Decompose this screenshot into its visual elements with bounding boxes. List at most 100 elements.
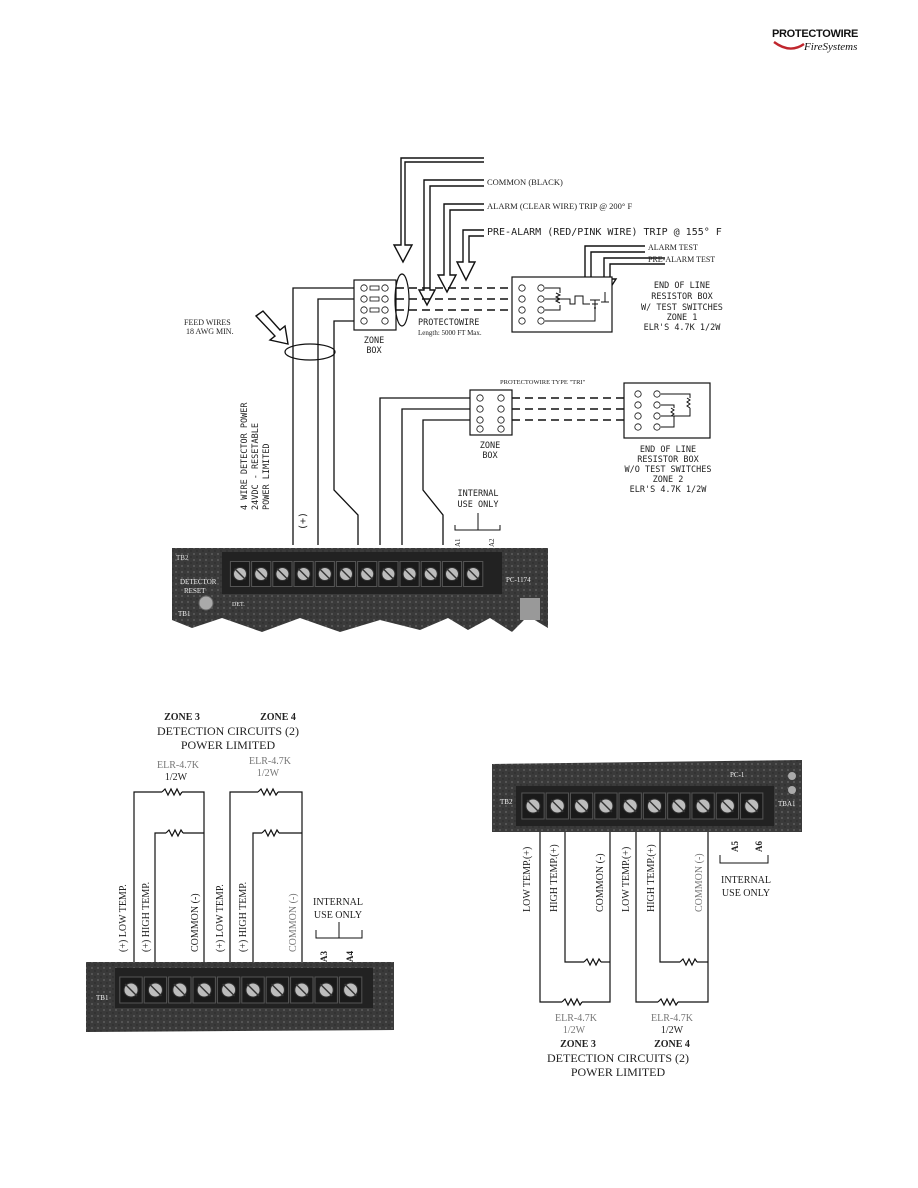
left-common-z3: COMMON (-) (190, 893, 201, 952)
eol2-line-3: W/O TEST SWITCHES (625, 465, 712, 475)
label-prealarm: PRE-ALARM (RED/PINK WIRE) TRIP @ 155° F (487, 227, 722, 238)
detector-power-line-1: 4 WIRE DETECTOR POWER (240, 402, 250, 510)
left-half-z4: 1/2W (257, 768, 280, 779)
right-pc-label: PC-1 (730, 771, 745, 779)
right-elr-z3: ELR-4.7K (555, 1013, 598, 1024)
screw-slot (720, 799, 734, 813)
screw-slot (467, 568, 480, 580)
screw-slot (246, 983, 260, 997)
label-common-black: COMMON (BLACK) (487, 177, 563, 187)
right-low-temp-z3: LOW TEMP.(+) (522, 847, 533, 912)
right-high-temp-z3: HIGH TEMP.(+) (549, 844, 560, 912)
a4-label: A4 (345, 951, 355, 962)
eol2-line-2: RESISTOR BOX (637, 455, 699, 465)
detector-reset-button[interactable] (198, 595, 214, 611)
protectowire-logo: PROTECTOWIRE FireSystems (772, 28, 892, 64)
screw-slot (745, 799, 759, 813)
length-label: Length: 5000 FT Max. (418, 329, 482, 337)
screw-slot (148, 983, 162, 997)
eol2-line-5: ELR'S 4.7K 1/2W (630, 485, 708, 495)
screw-slot (526, 799, 540, 813)
right-power-limited: POWER LIMITED (571, 1065, 666, 1079)
screw-slot (344, 983, 358, 997)
zone-box-1-label: ZONE (364, 336, 384, 346)
right-zone3-title: ZONE 3 (560, 1039, 596, 1050)
right-terminal-screws (521, 792, 764, 820)
screw-slot (599, 799, 613, 813)
left-internal-2: USE ONLY (314, 910, 362, 921)
eol1-line-5: ELR'S 4.7K 1/2W (644, 323, 722, 333)
right-terminal-board: TB2 TBA1 PC-1 (492, 760, 802, 832)
screw-slot (340, 568, 352, 580)
internal-use-top: INTERNAL (458, 489, 499, 499)
screw-slot (270, 983, 284, 997)
left-zone4-title: ZONE 4 (260, 712, 296, 723)
screw-slot (234, 568, 246, 580)
left-zone3-title: ZONE 3 (164, 712, 200, 723)
eol2-line-4: ZONE 2 (653, 475, 684, 485)
left-low-temp-z4: (+) LOW TEMP. (215, 884, 226, 952)
right-terminal-labels: LOW TEMP.(+) HIGH TEMP.(+) COMMON (-) LO… (522, 841, 764, 912)
left-high-temp-z4: (+) HIGH TEMP. (238, 882, 249, 952)
right-resistor-wiring (539, 832, 709, 1007)
right-zone4-title: ZONE 4 (654, 1039, 690, 1050)
left-tb1-label: TB1 (96, 994, 109, 1002)
internal-bracket-top (454, 513, 501, 531)
label-alarm-clear: ALARM (CLEAR WIRE) TRIP @ 200° F (487, 201, 632, 211)
pc-label: PC-1174 (506, 576, 531, 584)
screw-slot (318, 568, 331, 580)
screw-slot (672, 799, 686, 813)
left-internal-bracket (315, 922, 363, 939)
reset-label: RESET (184, 587, 206, 595)
right-screw-b (788, 786, 796, 794)
detector-power-line-3: POWER LIMITED (262, 443, 272, 510)
screw-slot (648, 799, 661, 813)
eol2-line-1: END OF LINE (640, 445, 696, 455)
logo-subtitle: FireSystems (804, 41, 858, 53)
left-terminal-labels: (+) LOW TEMP. (+) HIGH TEMP. COMMON (-) … (118, 882, 299, 952)
screw-slot (575, 799, 589, 813)
screw-slot (403, 568, 416, 580)
detector-power-line-2: 24VDC - RESETABLE (251, 423, 261, 510)
right-elr-z4: ELR-4.7K (651, 1013, 694, 1024)
zone-1-2-wiring: COMMON (BLACK) ALARM (CLEAR WIRE) TRIP @… (172, 157, 723, 632)
eol1-line-4: ZONE 1 (667, 313, 698, 323)
right-common-z3: COMMON (-) (595, 853, 606, 912)
right-tb2-label: TB2 (500, 798, 513, 806)
screw-slot (276, 568, 289, 580)
left-internal: INTERNAL (313, 897, 363, 908)
top-terminal-screws (229, 561, 484, 587)
left-elr-z3: ELR-4.7K (157, 760, 200, 771)
zone-box-1 (353, 279, 397, 331)
right-common-z4: COMMON (-) (694, 853, 705, 912)
screw-slot (173, 983, 187, 997)
right-internal-2: USE ONLY (722, 888, 770, 899)
left-common-z4: COMMON (-) (288, 893, 299, 952)
left-low-temp-z3: (+) LOW TEMP. (118, 884, 129, 952)
screw-slot (297, 568, 310, 580)
left-elr-z4: ELR-4.7K (249, 756, 292, 767)
logo-brand: PROTECTOWIRE (772, 28, 859, 40)
left-terminal-board: TB1 (86, 962, 394, 1032)
terminal-board-pc1174: TB2 DETECTOR RESET TB1 PC-1174 DET. (172, 548, 548, 632)
left-high-temp-z3: (+) HIGH TEMP. (141, 882, 152, 952)
tri-dashed (512, 397, 630, 421)
eol2-label: END OF LINE RESISTOR BOX W/O TEST SWITCH… (625, 445, 712, 495)
eol1-line-1: END OF LINE (654, 281, 710, 291)
right-internal-bracket (719, 855, 769, 864)
a1-label: A1 (454, 538, 462, 547)
screw-slot (255, 568, 268, 580)
right-half-z4: 1/2W (661, 1025, 684, 1036)
type-tri-label: PROTECTOWIRE TYPE "TRI" (500, 379, 586, 386)
eol-box-zone-2 (623, 382, 711, 439)
right-half-z3: 1/2W (563, 1025, 586, 1036)
screw-slot (424, 568, 437, 580)
cable-bundle-marker (394, 273, 410, 327)
screw-slot (623, 799, 637, 813)
eol1-line-2: RESISTOR BOX (651, 292, 713, 302)
right-high-temp-z4: HIGH TEMP.(+) (646, 844, 657, 912)
logo-swoosh-icon (773, 41, 805, 50)
board-tb2-label: TB2 (176, 554, 189, 562)
left-detection-title: DETECTION CIRCUITS (2) (157, 724, 299, 738)
